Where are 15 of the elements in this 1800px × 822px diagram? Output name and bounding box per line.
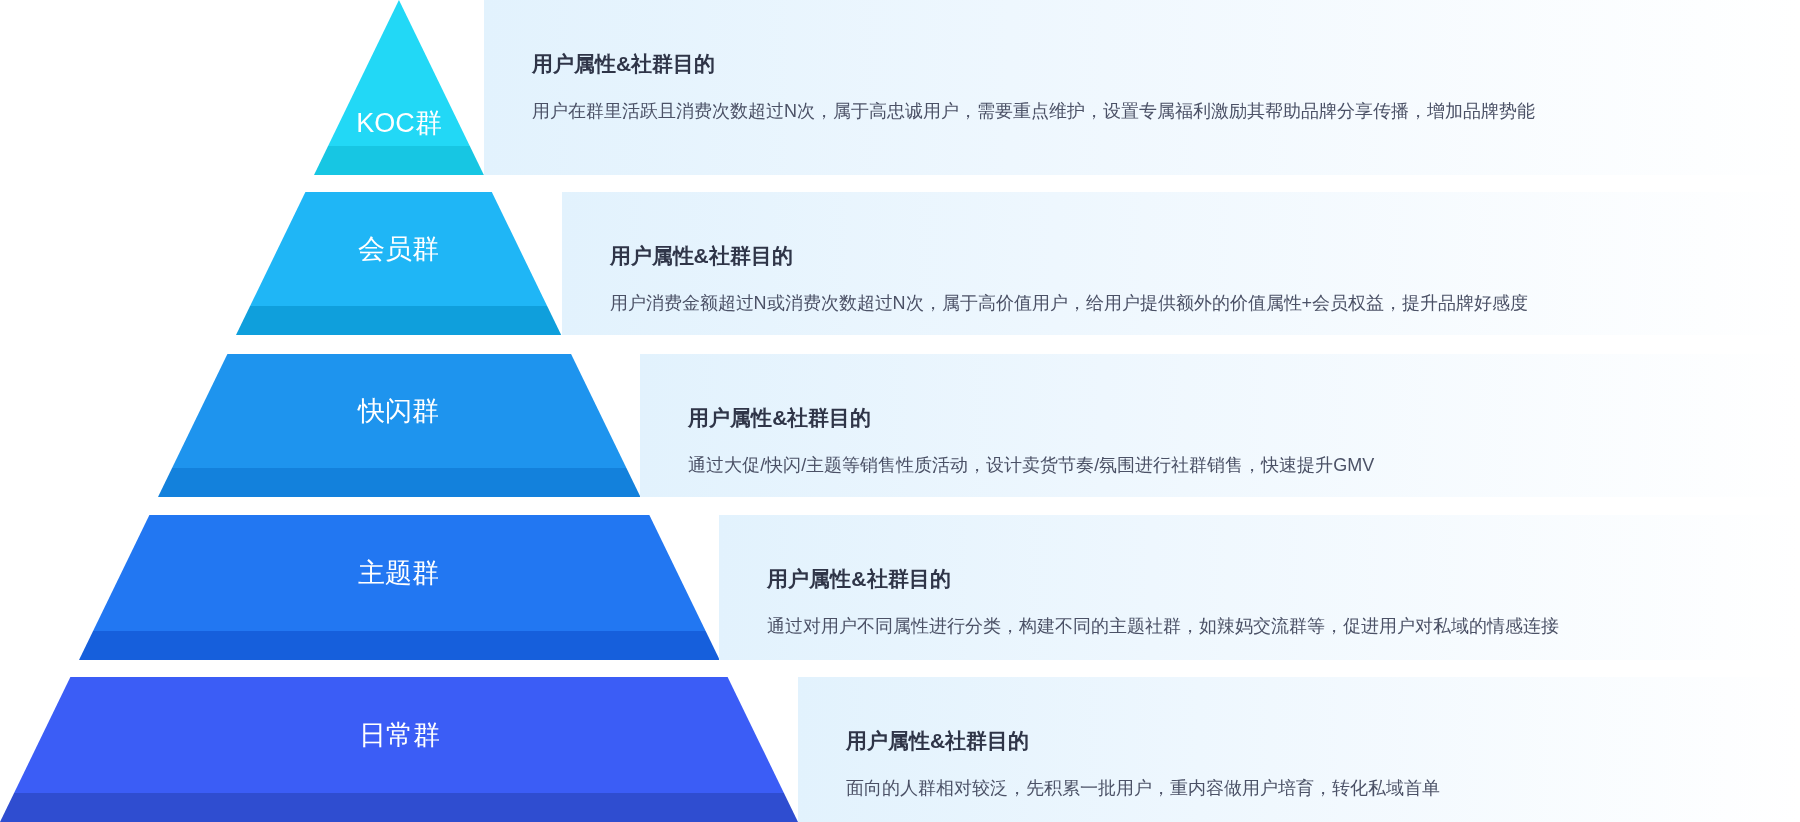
band-description: 通过对用户不同属性进行分类，构建不同的主题社群，如辣妈交流群等，促进用户对私域的情感连接 bbox=[767, 615, 1560, 638]
tier-label: KOC群 bbox=[355, 106, 443, 140]
band-description: 用户在群里活跃且消费次数超过N次，属于高忠诚用户，需要重点维护，设置专属福利激励其帮助品牌分享传播，增加品牌势能 bbox=[531, 100, 1535, 123]
tier-label: 会员群 bbox=[357, 233, 441, 266]
band-heading: 用户属性&社群目的 bbox=[688, 405, 872, 431]
band-description: 面向的人群相对较泛，先积累一批用户，重内容做用户培育，转化私域首单 bbox=[846, 777, 1440, 800]
band-description: 用户消费金额超过N或消费次数超过N次，属于高价值用户，给用户提供额外的价值属性+会员权益，提升品牌好感度 bbox=[609, 292, 1529, 315]
tier-label: 主题群 bbox=[357, 557, 441, 590]
tier-label: 日常群 bbox=[357, 719, 441, 752]
band-heading: 用户属性&社群目的 bbox=[531, 51, 716, 77]
band-description: 通过大促/快闪/主题等销售性质活动，设计卖货节奏/氛围进行社群销售，快速提升GMV bbox=[688, 454, 1375, 477]
band-heading: 用户属性&社群目的 bbox=[609, 243, 793, 269]
band-heading: 用户属性&社群目的 bbox=[767, 566, 951, 592]
tier-label: 快闪群 bbox=[356, 395, 441, 428]
band-heading: 用户属性&社群目的 bbox=[846, 728, 1030, 754]
